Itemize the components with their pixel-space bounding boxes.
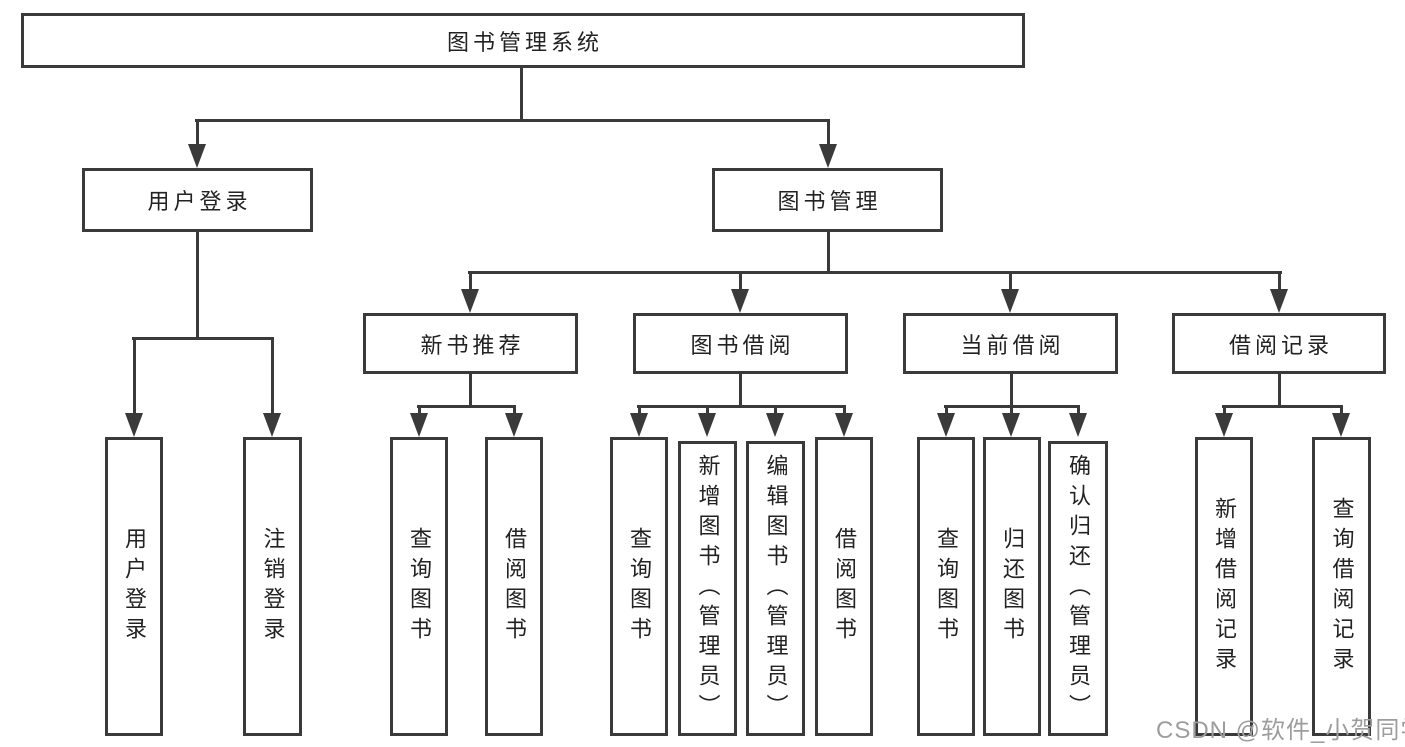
arrowhead-down-icon <box>1332 413 1350 437</box>
connector-book-borrowing-bar <box>637 405 846 408</box>
connector-new-book-recommend-stem <box>469 374 472 407</box>
arrowhead-down-icon <box>698 413 716 437</box>
node-current-borrowing-label: 当前借阅 <box>960 332 1065 358</box>
node-cur-query-books-label: 查询图书 <box>934 526 959 647</box>
arrowhead-down-icon <box>1002 413 1020 437</box>
connector-drop <box>271 337 274 415</box>
node-query-borrow-record-label: 查询借阅记录 <box>1329 496 1355 677</box>
connector-drop <box>638 405 641 415</box>
connector-drop <box>1278 271 1281 291</box>
connector-drop <box>1077 405 1080 415</box>
node-bor-query-books-label: 查询图书 <box>627 526 652 647</box>
connector-drop <box>706 405 709 415</box>
connector-drop <box>774 405 777 415</box>
node-borrowing-records-label: 借阅记录 <box>1228 332 1333 358</box>
node-bor-add-books-label: 新增图书（管理员） <box>695 453 721 724</box>
connector-drop <box>843 405 846 415</box>
node-cur-return-books: 归还图书 <box>983 437 1041 736</box>
connector-drop <box>827 119 830 146</box>
connector-borrowing-records-stem <box>1278 374 1281 407</box>
connector-drop <box>418 405 421 415</box>
node-new-book-recommend-label: 新书推荐 <box>420 332 525 358</box>
arrowhead-down-icon <box>505 413 523 437</box>
node-bor-query-books: 查询图书 <box>610 437 668 736</box>
node-user-login-label: 用户登录 <box>147 189 252 214</box>
node-logout: 注销登录 <box>243 437 302 736</box>
arrowhead-down-icon <box>766 413 784 437</box>
node-rec-borrow-books-label: 借阅图书 <box>502 526 527 647</box>
arrowhead-down-icon <box>461 289 479 313</box>
node-rec-borrow-books: 借阅图书 <box>485 437 543 736</box>
node-new-book-recommend: 新书推荐 <box>363 313 578 374</box>
arrowhead-down-icon <box>1069 413 1087 437</box>
node-root-label: 图书管理系统 <box>446 29 603 55</box>
node-borrowing-records: 借阅记录 <box>1172 313 1386 374</box>
connector-drop <box>1009 271 1012 291</box>
connector-drop <box>133 337 136 415</box>
connector-drop <box>739 271 742 291</box>
connector-drop <box>1010 405 1013 415</box>
node-logout-label: 注销登录 <box>260 526 286 647</box>
arrowhead-down-icon <box>937 413 955 437</box>
arrowhead-down-icon <box>263 413 281 437</box>
node-cur-confirm-return: 确认归还（管理员） <box>1048 441 1108 736</box>
node-bor-edit-books-label: 编辑图书（管理员） <box>763 453 789 724</box>
node-query-borrow-record: 查询借阅记录 <box>1312 437 1371 736</box>
node-bor-add-books: 新增图书（管理员） <box>678 441 737 736</box>
connector-new-book-recommend-bar <box>417 405 516 408</box>
connector-book-management-bar <box>468 271 1282 274</box>
node-login: 用户登录 <box>105 437 163 736</box>
connector-drop <box>945 405 948 415</box>
node-rec-query-books-label: 查询图书 <box>407 526 432 647</box>
connector-borrowing-records-bar <box>1222 405 1343 408</box>
connector-drop <box>1223 405 1226 415</box>
arrowhead-down-icon <box>630 413 648 437</box>
watermark: CSDN @软件_小贺同学 <box>1156 717 1405 744</box>
arrowhead-down-icon <box>819 144 837 168</box>
node-book-management-label: 图书管理 <box>777 189 882 214</box>
node-add-borrow-record-label: 新增借阅记录 <box>1212 496 1237 677</box>
connector-current-borrowing-stem <box>1010 374 1013 407</box>
node-rec-query-books: 查询图书 <box>390 437 448 736</box>
node-add-borrow-record: 新增借阅记录 <box>1195 437 1253 736</box>
node-book-management: 图书管理 <box>712 168 943 232</box>
connector-book-borrowing-stem <box>739 374 742 407</box>
connector-drop <box>513 405 516 415</box>
connector-drop <box>196 119 199 146</box>
node-current-borrowing: 当前借阅 <box>903 313 1118 374</box>
connector-drop <box>469 271 472 291</box>
arrowhead-down-icon <box>835 413 853 437</box>
node-cur-return-books-label: 归还图书 <box>1000 526 1025 647</box>
connector-user-login-bar <box>132 337 274 340</box>
connector-root-stem <box>520 68 523 121</box>
node-cur-confirm-return-label: 确认归还（管理员） <box>1066 453 1091 724</box>
node-book-borrowing: 图书借阅 <box>633 313 848 374</box>
connector-root-bar <box>195 119 830 122</box>
connector-drop <box>1340 405 1343 415</box>
arrowhead-down-icon <box>1270 289 1288 313</box>
connector-book-management-stem <box>827 232 830 273</box>
arrowhead-down-icon <box>125 413 143 437</box>
node-cur-query-books: 查询图书 <box>917 437 975 736</box>
arrowhead-down-icon <box>731 289 749 313</box>
connector-user-login-stem <box>196 232 199 340</box>
node-login-label: 用户登录 <box>122 526 147 647</box>
node-user-login: 用户登录 <box>82 168 313 232</box>
node-book-borrowing-label: 图书借阅 <box>690 332 795 358</box>
node-bor-borrow-books-label: 借阅图书 <box>832 526 857 647</box>
arrowhead-down-icon <box>1215 413 1233 437</box>
node-root: 图书管理系统 <box>21 13 1025 68</box>
arrowhead-down-icon <box>1001 289 1019 313</box>
node-bor-edit-books: 编辑图书（管理员） <box>746 441 805 736</box>
node-bor-borrow-books: 借阅图书 <box>815 437 873 736</box>
arrowhead-down-icon <box>410 413 428 437</box>
arrowhead-down-icon <box>188 144 206 168</box>
